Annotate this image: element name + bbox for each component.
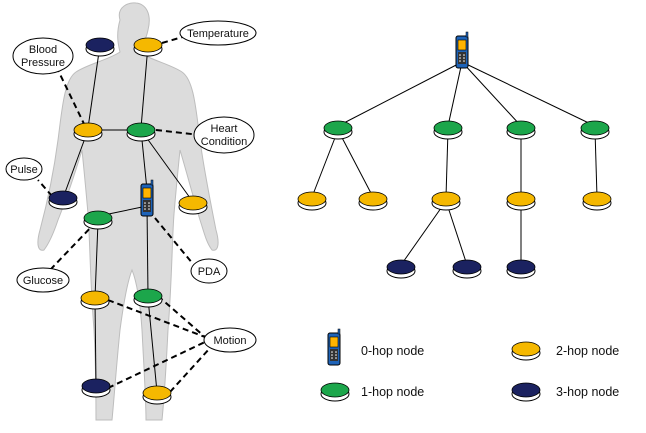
body-sensor-node xyxy=(133,37,163,57)
body-sensor-node xyxy=(126,122,156,142)
blood-pressure-label-line1: Blood xyxy=(29,44,57,56)
tree-node xyxy=(580,120,610,140)
legend-hop3-label: 3-hop node xyxy=(556,385,619,399)
temperature-callout: Temperature xyxy=(179,20,257,46)
heart-condition-label-line2: Condition xyxy=(201,136,247,148)
heart-condition-label-line1: Heart xyxy=(211,123,238,135)
tree-node xyxy=(386,259,416,279)
body-sensor-node xyxy=(85,37,115,57)
tree-node xyxy=(582,191,612,211)
legend-hop3-node-icon xyxy=(511,382,541,402)
pulse-label: Pulse xyxy=(10,164,38,176)
tree-node xyxy=(433,120,463,140)
temperature-label: Temperature xyxy=(187,28,249,40)
body-network-links xyxy=(62,44,194,393)
body-sensor-node xyxy=(48,190,78,210)
body-sensor-node xyxy=(133,288,163,308)
legend-hop2-node-icon xyxy=(511,341,541,361)
body-sensor-node xyxy=(178,195,208,215)
pda-callout: PDA xyxy=(190,258,228,284)
glucose-label: Glucose xyxy=(23,275,63,287)
blood-pressure-label-line2: Pressure xyxy=(21,57,65,69)
root-phone-icon xyxy=(455,31,469,69)
tree-node xyxy=(506,259,536,279)
tree-node xyxy=(297,191,327,211)
blood-pressure-callout: Blood Pressure xyxy=(12,37,74,75)
legend-hop1-label: 1-hop node xyxy=(361,385,424,399)
body-sensor-node xyxy=(142,385,172,405)
pda-phone-icon xyxy=(140,179,154,217)
motion-callout: Motion xyxy=(203,327,257,353)
tree-node xyxy=(506,191,536,211)
tree-node xyxy=(358,191,388,211)
motion-label: Motion xyxy=(213,335,246,347)
legend-phone-icon xyxy=(327,328,341,366)
heart-condition-callout: Heart Condition xyxy=(193,116,255,154)
legend-hop2-label: 2-hop node xyxy=(556,344,619,358)
human-body-silhouette xyxy=(37,2,219,421)
pda-label: PDA xyxy=(198,266,221,278)
tree-node xyxy=(452,259,482,279)
body-sensor-node xyxy=(83,210,113,230)
tree-node xyxy=(323,120,353,140)
body-sensor-node xyxy=(73,122,103,142)
pulse-callout: Pulse xyxy=(5,157,43,181)
tree-node xyxy=(431,191,461,211)
tree-links xyxy=(311,61,598,266)
body-sensor-node xyxy=(80,290,110,310)
legend-hop1-node-icon xyxy=(320,382,350,402)
glucose-callout: Glucose xyxy=(16,267,70,293)
legend-hop0-label: 0-hop node xyxy=(361,344,424,358)
tree-node xyxy=(506,120,536,140)
legend: 0-hop node 1-hop node 2-hop node 3-hop n… xyxy=(320,328,619,402)
body-sensor-node xyxy=(81,378,111,398)
